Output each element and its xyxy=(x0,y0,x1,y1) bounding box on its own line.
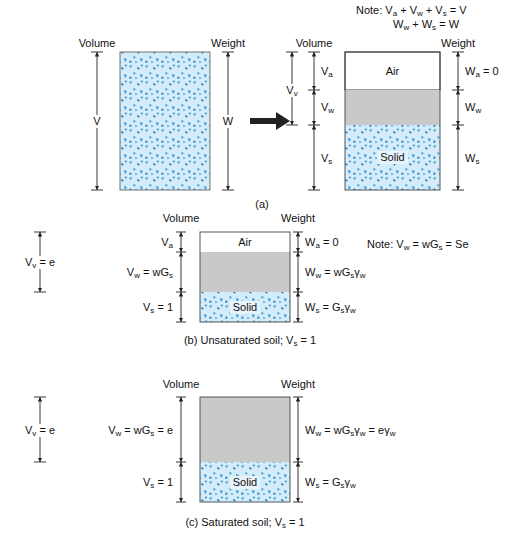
subscript: a xyxy=(475,70,479,79)
subscript: s xyxy=(150,481,154,490)
subscript: s xyxy=(340,306,344,315)
subscript: a xyxy=(169,241,173,250)
figure-label: Vw = wGs = e xyxy=(107,424,174,437)
phase-region: Solid xyxy=(200,462,290,502)
figure-label: Ww = wGsγw xyxy=(304,266,367,279)
region-label: Solid xyxy=(230,476,260,489)
subscript: w xyxy=(417,9,423,18)
subscript: w xyxy=(328,106,334,115)
figure-label: Note: Vw = wGs = Se xyxy=(366,238,470,251)
figure-label: Vs = 1 xyxy=(142,476,174,489)
figure-label: Vw xyxy=(320,101,335,114)
figure-label: (a) xyxy=(254,198,269,211)
figure-label: Volume xyxy=(295,37,334,50)
figure-label: Ws = Gsγw xyxy=(304,476,357,489)
subscript: s xyxy=(439,243,443,252)
figure-label: Va xyxy=(160,236,174,249)
figure-label: Vv xyxy=(285,84,298,97)
subscript: s xyxy=(150,306,154,315)
region-label: Solid xyxy=(377,151,407,164)
figure-label: Note: Va + Vw + Vs = V xyxy=(355,4,468,17)
subscript: a xyxy=(315,241,319,250)
subscript: s xyxy=(150,429,154,438)
figure-label: W xyxy=(222,115,234,128)
subscript: w xyxy=(390,429,396,438)
figure-label: Vs = 1 xyxy=(142,301,174,314)
subscript: v xyxy=(32,261,36,270)
subscript: w xyxy=(475,106,481,115)
subscript: s xyxy=(328,157,332,166)
figure-label: Vv = e xyxy=(24,424,56,437)
figure-label: Weight xyxy=(280,212,316,225)
subscript: a xyxy=(328,70,332,79)
subscript: w xyxy=(403,23,409,32)
phase-region: Air xyxy=(200,232,290,252)
subscript: v xyxy=(294,89,298,98)
subscript: w xyxy=(360,271,366,280)
figure-label: Vv = e xyxy=(24,256,56,269)
subscript: v xyxy=(32,429,36,438)
subscript: w xyxy=(315,429,321,438)
figure-label: Ws = Gsγw xyxy=(304,301,357,314)
phase-region: Solid xyxy=(200,292,290,322)
subscript: s xyxy=(340,481,344,490)
subscript: w xyxy=(404,243,410,252)
figure-label: Vs xyxy=(320,152,333,165)
subscript: s xyxy=(169,271,173,280)
subscript: w xyxy=(315,271,321,280)
figure-label: Ws xyxy=(464,152,480,165)
subscript: s xyxy=(315,306,319,315)
subscript: s xyxy=(350,429,354,438)
figure-label: Weight xyxy=(440,37,476,50)
subscript: w xyxy=(134,271,140,280)
figure-label: Weight xyxy=(280,378,316,391)
figure-label: Wa = 0 xyxy=(304,236,340,249)
figure-label: Va xyxy=(320,65,334,78)
phase-region: Air xyxy=(345,52,440,90)
subscript: w xyxy=(350,306,356,315)
figure-label: Wa = 0 xyxy=(464,65,500,78)
subscript: w xyxy=(350,481,356,490)
subscript: s xyxy=(282,521,286,530)
figure-label: Volume xyxy=(162,212,201,225)
subscript: a xyxy=(393,9,397,18)
figure-label: Ww xyxy=(464,101,482,114)
subscript: w xyxy=(360,429,366,438)
region-label: Air xyxy=(383,65,402,78)
figure-label: Vw = wGs xyxy=(126,266,174,279)
subscript: s xyxy=(293,339,297,348)
figure-label: (b) Unsaturated soil; Vs = 1 xyxy=(183,334,317,347)
figure-label: Volume xyxy=(162,378,201,391)
figure-label: V xyxy=(92,115,101,128)
subscript: w xyxy=(116,429,122,438)
figure-label: Ww + Ws = W xyxy=(392,18,460,31)
region-label: Solid xyxy=(230,301,260,314)
figure-label: Weight xyxy=(210,37,246,50)
region-label: Air xyxy=(235,236,254,249)
subscript: s xyxy=(315,481,319,490)
figure-label: Ww = wGsγw = eγw xyxy=(304,424,396,437)
figure-label: (c) Saturated soil; Vs = 1 xyxy=(184,516,305,529)
phase-region: Solid xyxy=(345,125,440,190)
subscript: s xyxy=(443,9,447,18)
subscript: s xyxy=(475,157,479,166)
subscript: s xyxy=(432,23,436,32)
figure-label: Volume xyxy=(78,37,117,50)
subscript: s xyxy=(350,271,354,280)
